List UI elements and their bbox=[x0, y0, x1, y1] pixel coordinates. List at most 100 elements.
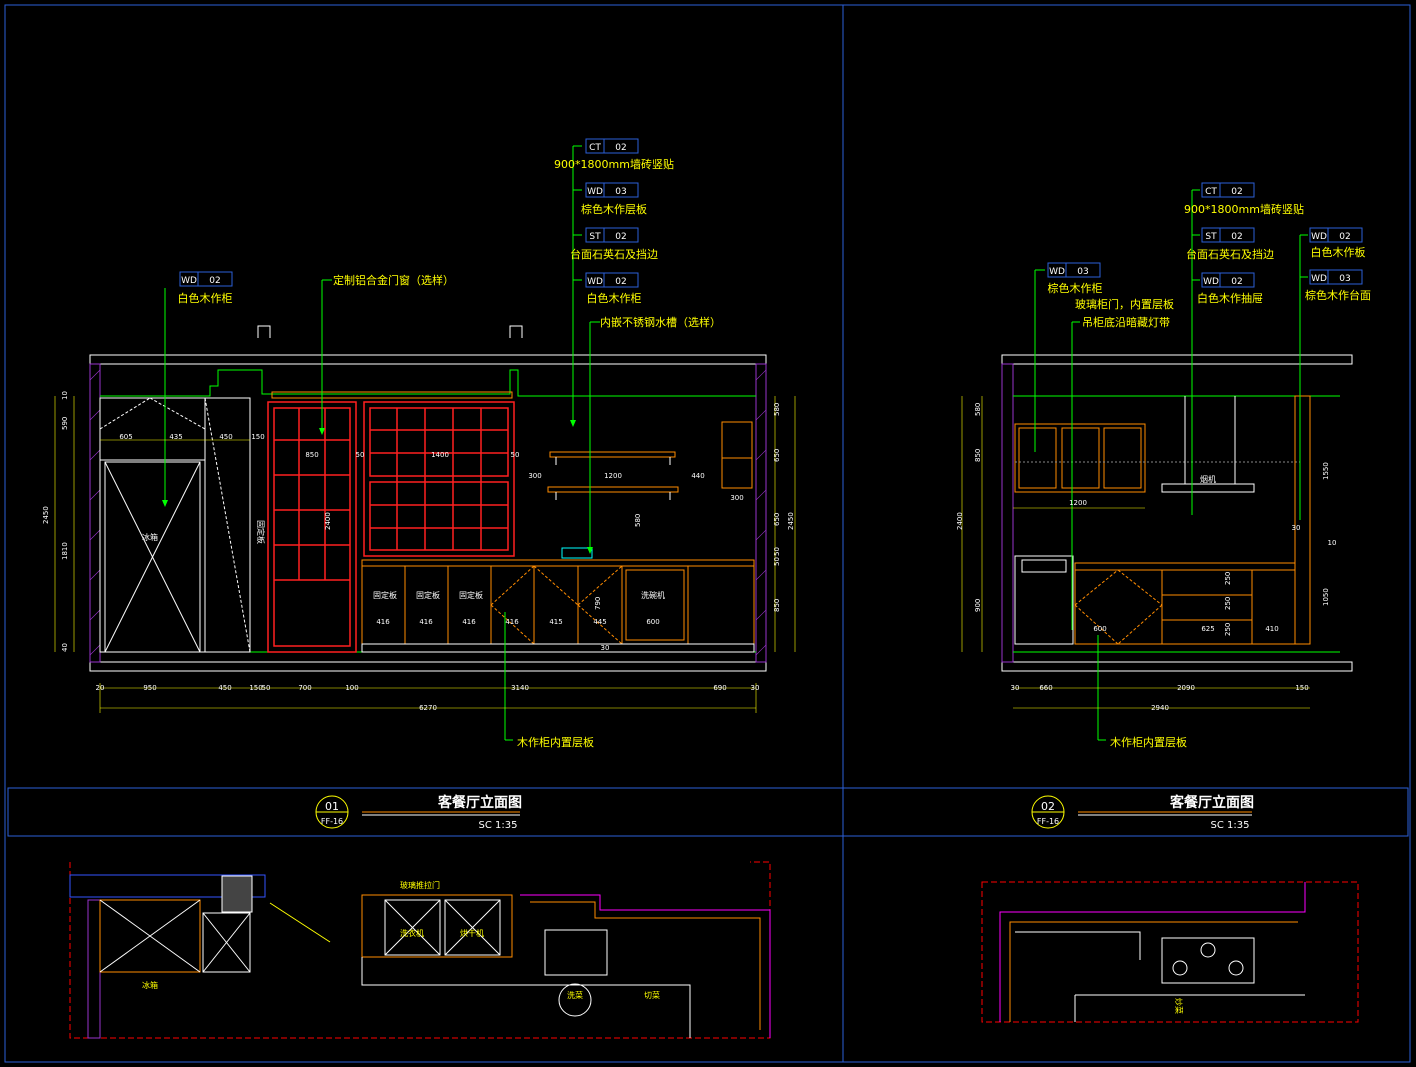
dim-inner-2: 250 bbox=[1224, 597, 1232, 610]
inner-label: 固定板 bbox=[256, 520, 266, 544]
inner-label: 固定板 bbox=[459, 590, 483, 600]
right-tag-desc-1: 棕色木作柜 bbox=[1048, 281, 1103, 295]
inner-label: 冰箱 bbox=[142, 532, 158, 542]
plan-left-label: 玻璃推拉门 bbox=[400, 880, 440, 890]
dim-left: 2450 bbox=[42, 506, 50, 524]
plan-left-label: 洗菜 bbox=[567, 990, 583, 1000]
small-wall-cabinet bbox=[721, 421, 753, 489]
dim-inner-2: 30 bbox=[1292, 524, 1301, 532]
leaders bbox=[164, 145, 600, 741]
dim-inner-2: 10 bbox=[1328, 539, 1337, 547]
right-tag-desc-8: 棕色木作台面 bbox=[1305, 288, 1371, 302]
dim-right: 650 bbox=[773, 449, 781, 462]
title-left-name: 客餐厅立面图 bbox=[437, 794, 522, 811]
dim-inner: 790 bbox=[594, 597, 602, 610]
dim-inner-2: 600 bbox=[1093, 625, 1106, 633]
dim-bottom-2: 30 bbox=[1011, 684, 1020, 692]
right-tag-desc-2: 玻璃柜门，内置层板 bbox=[1075, 297, 1174, 311]
dim-inner: 300 bbox=[730, 494, 743, 502]
plan-right-label: 炒菜 bbox=[1174, 998, 1184, 1014]
right-tag-desc-6: 白色木作抽屉 bbox=[1197, 291, 1263, 305]
left-bottom-note: 木作柜内置层板 bbox=[517, 735, 594, 749]
dim-inner: 445 bbox=[593, 618, 606, 626]
base-cabinets bbox=[361, 559, 755, 653]
tag-code: ST bbox=[589, 232, 601, 242]
fridge-cabinet bbox=[99, 397, 251, 653]
dim-inner: 440 bbox=[691, 472, 704, 480]
dim-left: 40 bbox=[61, 643, 69, 652]
dim-inner: 150 bbox=[251, 433, 264, 441]
dim-inner: 416 bbox=[419, 618, 433, 626]
wall-hatch bbox=[89, 369, 767, 656]
dim-inner-2: 625 bbox=[1201, 625, 1214, 633]
title-block-right bbox=[1031, 795, 1252, 829]
sink-cabinet bbox=[1014, 555, 1074, 645]
dim-inner-2: 410 bbox=[1265, 625, 1278, 633]
hood-label: 烟机 bbox=[1200, 474, 1216, 484]
dim-inner: 1200 bbox=[604, 472, 622, 480]
dim-bottom-2: 2090 bbox=[1177, 684, 1195, 692]
dim-bottom: 30 bbox=[751, 684, 760, 692]
right-tag-desc-5: 台面石英石及挡边 bbox=[1186, 247, 1274, 261]
glass-wall-cabinets bbox=[1014, 423, 1146, 493]
title-block-left bbox=[315, 795, 520, 829]
plan-left-label: 切菜 bbox=[644, 990, 660, 1000]
dim-inner: 600 bbox=[646, 618, 659, 626]
dim-inner: 450 bbox=[219, 433, 232, 441]
right-tag-4 bbox=[1201, 182, 1255, 198]
dim-inner: 50 bbox=[511, 451, 520, 459]
shelves bbox=[547, 451, 679, 500]
left-tag-desc-1: 白色木作柜 bbox=[178, 291, 233, 305]
sink-tap bbox=[561, 547, 593, 559]
left-tag-desc-7: 内嵌不锈钢水槽（选样） bbox=[600, 315, 721, 329]
title-right-num: 02 bbox=[1041, 800, 1055, 813]
tag-number: 02 bbox=[1231, 232, 1242, 242]
dim-left: 10 bbox=[61, 391, 69, 400]
tag-number: 02 bbox=[615, 143, 626, 153]
dim-inner: 580 bbox=[634, 514, 642, 527]
tag-code: WD bbox=[1049, 267, 1065, 277]
left-tag-desc-6: 白色木作柜 bbox=[587, 291, 642, 305]
left-wall-2 bbox=[1001, 363, 1014, 663]
dim-bottom-2: 150 bbox=[1295, 684, 1308, 692]
dim-inner: 850 bbox=[305, 451, 318, 459]
dim-inner: 300 bbox=[528, 472, 541, 480]
tag-number: 02 bbox=[1231, 277, 1242, 287]
title-left-ref: FF-16 bbox=[321, 817, 343, 826]
window-header bbox=[271, 391, 513, 399]
duct-left bbox=[257, 325, 271, 338]
right-tag-7 bbox=[1309, 227, 1363, 243]
right-tag-5 bbox=[1201, 227, 1255, 243]
right-tag-6 bbox=[1201, 272, 1255, 288]
title-left-scale: SC 1:35 bbox=[479, 820, 518, 831]
title-right-scale: SC 1:35 bbox=[1211, 820, 1250, 831]
dim-right: 850 bbox=[773, 599, 781, 612]
base-cabinets-2 bbox=[1074, 395, 1311, 645]
tag-number: 03 bbox=[1339, 274, 1350, 284]
aluminium-door bbox=[267, 401, 357, 653]
dimension-lines bbox=[54, 396, 796, 713]
dim-left-2: 580 bbox=[974, 403, 982, 416]
right-bottom-note: 木作柜内置层板 bbox=[1110, 735, 1187, 749]
left-plan bbox=[69, 861, 771, 1039]
right-wall bbox=[755, 363, 767, 663]
title-right-name: 客餐厅立面图 bbox=[1169, 794, 1254, 811]
dim-right: 650 bbox=[773, 513, 781, 526]
plan-left-label: 冰箱 bbox=[142, 980, 158, 990]
dim-inner: 416 bbox=[462, 618, 476, 626]
dim-inner: 30 bbox=[601, 644, 610, 652]
right-tag-desc-3: 吊柜底沿暗藏灯带 bbox=[1082, 315, 1170, 329]
tag-code: WD bbox=[587, 277, 603, 287]
tag-code: WD bbox=[1311, 232, 1327, 242]
dim-inner: 2400 bbox=[324, 512, 332, 530]
ceiling-line bbox=[100, 369, 756, 397]
dim-left-2: 850 bbox=[974, 449, 982, 462]
right-plan bbox=[981, 881, 1359, 1023]
left-tag-5 bbox=[585, 227, 639, 243]
leader-arrows bbox=[162, 420, 593, 554]
ceiling-slab-2 bbox=[1001, 354, 1353, 365]
drawing-frame bbox=[4, 4, 1411, 1063]
dim-right: 580 bbox=[773, 403, 781, 416]
